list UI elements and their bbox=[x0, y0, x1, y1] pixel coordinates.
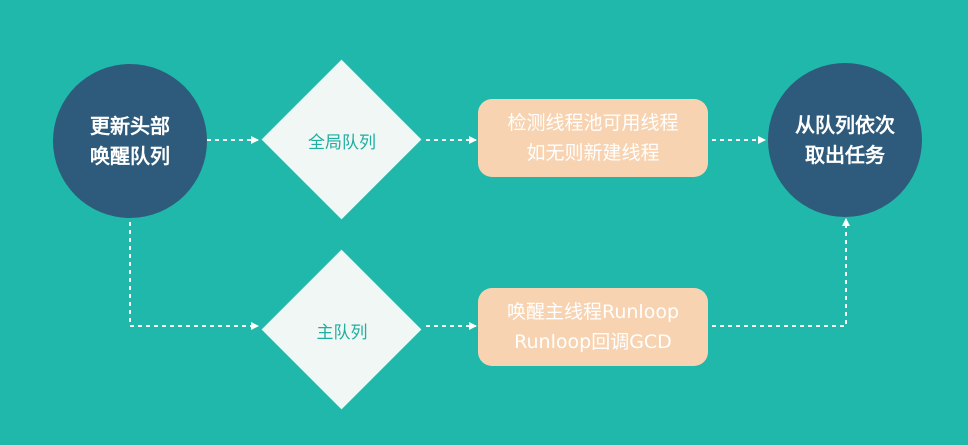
start-node-line1: 更新头部 bbox=[90, 114, 170, 138]
global-queue-node: 全局队列 bbox=[261, 59, 422, 220]
end-node-line2: 取出任务 bbox=[805, 143, 885, 167]
arrow-runloop-to-end bbox=[712, 218, 850, 327]
global-queue-label: 全局队列 bbox=[308, 132, 376, 153]
start-node: 更新头部 唤醒队列 bbox=[53, 64, 207, 218]
end-node: 从队列依次 取出任务 bbox=[768, 63, 922, 217]
start-node-line2: 唤醒队列 bbox=[90, 144, 170, 168]
thread-pool-line2: 如无则新建线程 bbox=[526, 142, 660, 164]
end-node-line1: 从队列依次 bbox=[795, 113, 895, 137]
main-queue-node: 主队列 bbox=[261, 249, 422, 410]
runloop-line1: 唤醒主线程Runloop bbox=[506, 301, 680, 323]
runloop-node: 唤醒主线程Runloop Runloop回调GCD bbox=[478, 288, 708, 366]
thread-pool-line1: 检测线程池可用线程 bbox=[507, 112, 679, 134]
main-queue-label: 主队列 bbox=[316, 322, 368, 343]
thread-pool-node: 检测线程池可用线程 如无则新建线程 bbox=[478, 99, 708, 177]
arrow-start-to-main-queue bbox=[129, 222, 259, 330]
runloop-line2: Runloop回调GCD bbox=[514, 331, 672, 353]
